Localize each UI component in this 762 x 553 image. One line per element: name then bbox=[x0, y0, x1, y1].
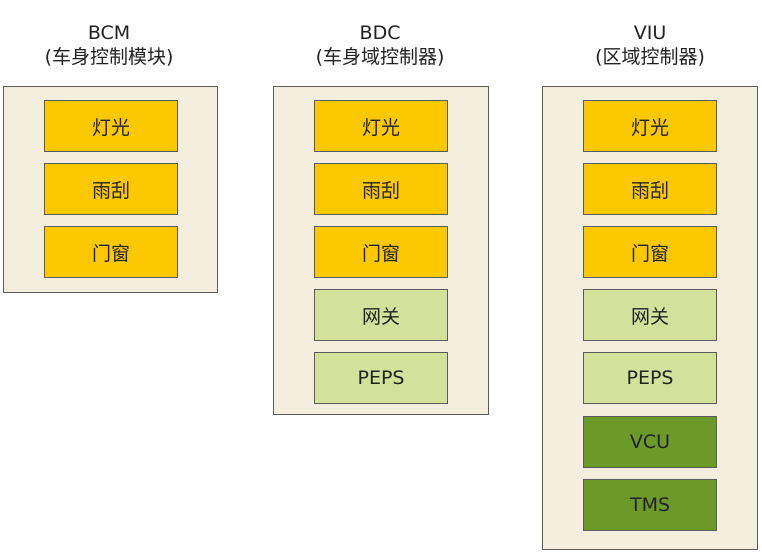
bcm-block-doors-windows: 门窗 bbox=[44, 226, 178, 278]
bdc-title: BDC (车身域控制器) bbox=[291, 21, 469, 69]
bdc-block-gateway: 网关 bbox=[314, 289, 448, 341]
viu-subtitle: (区域控制器) bbox=[595, 46, 705, 68]
bcm-title: BCM (车身控制模块) bbox=[20, 21, 198, 69]
bdc-block-doors-windows: 门窗 bbox=[314, 226, 448, 278]
viu-block-gateway: 网关 bbox=[583, 289, 717, 341]
bdc-subtitle: (车身域控制器) bbox=[315, 46, 445, 68]
viu-block-peps: PEPS bbox=[583, 352, 717, 404]
bdc-block-lights: 灯光 bbox=[314, 100, 448, 152]
bdc-panel: 灯光 雨刮 门窗 网关 PEPS bbox=[273, 86, 489, 415]
bdc-block-peps: PEPS bbox=[314, 352, 448, 404]
viu-block-wipers: 雨刮 bbox=[583, 163, 717, 215]
bcm-block-lights: 灯光 bbox=[44, 100, 178, 152]
bdc-name: BDC bbox=[359, 22, 401, 44]
viu-panel: 灯光 雨刮 门窗 网关 PEPS VCU TMS bbox=[542, 86, 758, 550]
viu-block-vcu: VCU bbox=[583, 416, 717, 468]
viu-name: VIU bbox=[633, 22, 667, 44]
viu-title: VIU (区域控制器) bbox=[561, 21, 739, 69]
bcm-panel: 灯光 雨刮 门窗 bbox=[3, 86, 218, 293]
bcm-block-wipers: 雨刮 bbox=[44, 163, 178, 215]
bdc-block-wipers: 雨刮 bbox=[314, 163, 448, 215]
viu-block-lights: 灯光 bbox=[583, 100, 717, 152]
viu-block-tms: TMS bbox=[583, 479, 717, 531]
bcm-name: BCM bbox=[87, 22, 131, 44]
bcm-subtitle: (车身控制模块) bbox=[44, 46, 174, 68]
viu-block-doors-windows: 门窗 bbox=[583, 226, 717, 278]
